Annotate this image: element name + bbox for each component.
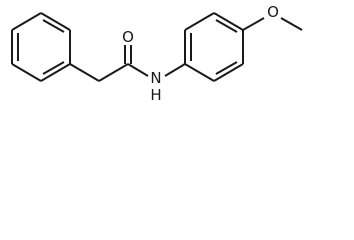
chemical-structure: O N H O — [11, 3, 303, 104]
aryl-double-bond — [215, 61, 238, 75]
methoxyphenyl-ring — [184, 12, 244, 82]
methoxy-group — [242, 17, 303, 31]
aryl-double-bond — [215, 19, 238, 33]
phenyl-bond — [11, 63, 42, 82]
methylene-to-carbonyl-bond — [98, 63, 129, 82]
phenyl-bond — [11, 12, 42, 31]
atom-labels: O N H O — [122, 3, 279, 104]
amide-hydrogen-label: H — [150, 86, 161, 104]
phenyl-ring — [11, 12, 71, 82]
carbonyl-oxygen-label: O — [122, 28, 134, 46]
phenyl-double-bond — [42, 61, 65, 75]
phenyl-bond — [40, 12, 71, 31]
amide-nitrogen-label: N — [150, 69, 161, 87]
aryl-bond — [213, 63, 244, 82]
phenyl-double-bond — [42, 19, 65, 33]
aryl-bond — [184, 12, 215, 31]
aryl-to-oxygen-bond — [242, 17, 265, 31]
nitrogen-to-ring-bond — [164, 63, 186, 77]
carbonyl-to-nitrogen-bond — [127, 63, 149, 77]
aryl-bond — [213, 12, 244, 31]
ring-to-methylene-bond — [69, 63, 100, 82]
acetamide-chain — [69, 45, 186, 82]
ether-oxygen-label: O — [267, 3, 279, 21]
phenyl-bond — [40, 63, 71, 82]
oxygen-to-methyl-bond — [280, 17, 303, 31]
aryl-bond — [184, 63, 215, 82]
